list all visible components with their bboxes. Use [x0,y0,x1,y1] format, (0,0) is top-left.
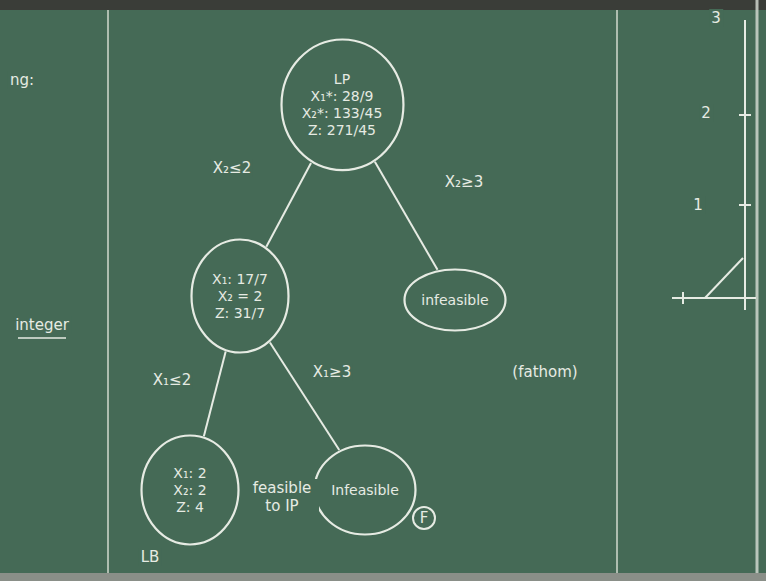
graph-axis [744,20,746,310]
node-text: infeasible [421,292,488,309]
branch-condition: X₁≥3 [311,363,353,381]
graph-axis [672,297,756,299]
axis-tick [739,114,751,116]
chalk-ellipse [281,40,403,171]
node-text: X₁: 2 [173,465,206,482]
node-body: Infeasible [331,482,399,499]
node-text: Infeasible [331,482,399,499]
board-top-frame [0,0,766,10]
board-note: (fathom) [510,363,579,381]
branch-condition: X₂≥3 [443,173,485,191]
board-note: F [418,509,431,527]
node-body: X₁: 2X₂: 2Z: 4 [173,465,206,516]
branch-line [270,342,339,450]
node-circle: Infeasible [313,444,417,536]
node-circle: X₁: 17/7X₂ = 2Z: 31/7 [190,238,290,354]
node-text: X₁*: 28/9 [311,88,374,105]
constraint-line [705,258,743,298]
board-note: LB [139,548,162,566]
node-text: X₂: 2 [173,482,206,499]
node-text: X₁: 17/7 [212,271,268,288]
panel-divider [107,10,109,573]
board-bottom-frame [0,573,766,581]
chalk-ellipse [315,446,416,535]
board-note: 1 [691,196,705,214]
node-body: X₁: 17/7X₂ = 2Z: 31/7 [212,271,268,322]
branch-line [204,352,226,437]
branch-condition: X₁≤2 [151,371,193,389]
node-circle: X₁: 2X₂: 2Z: 4 [140,434,240,546]
node-text: LP [334,71,350,88]
fathom-circle [413,507,435,529]
board-note: integer [13,316,71,334]
node-text: Z: 31/7 [215,305,265,322]
node-text: X₂*: 133/45 [302,105,383,122]
axis-tick [682,292,684,304]
node-text: Z: 271/45 [308,122,376,139]
node-body: infeasible [421,292,488,309]
node-circle: LPX₁*: 28/9X₂*: 133/45Z: 271/45 [280,38,405,172]
board-note: 2 [699,104,713,122]
branch-line [266,163,311,247]
axis-tick [739,204,751,206]
chalk-ellipse [142,436,239,545]
chalk-ellipse [192,240,289,353]
board-note: 3 [709,9,723,27]
node-body: LPX₁*: 28/9X₂*: 133/45Z: 271/45 [302,71,383,139]
branch-condition: X₂≤2 [211,159,253,177]
board-note: ng: [8,71,36,89]
branch-line [375,162,438,270]
node-text: X₂ = 2 [218,288,263,305]
node-text: Z: 4 [176,499,204,516]
panel-divider [616,10,618,573]
underline [18,337,66,339]
chalk-ellipse [405,270,506,331]
panel-divider [756,0,759,573]
board-note: feasible to IP [245,479,319,515]
node-circle: infeasible [403,268,507,332]
